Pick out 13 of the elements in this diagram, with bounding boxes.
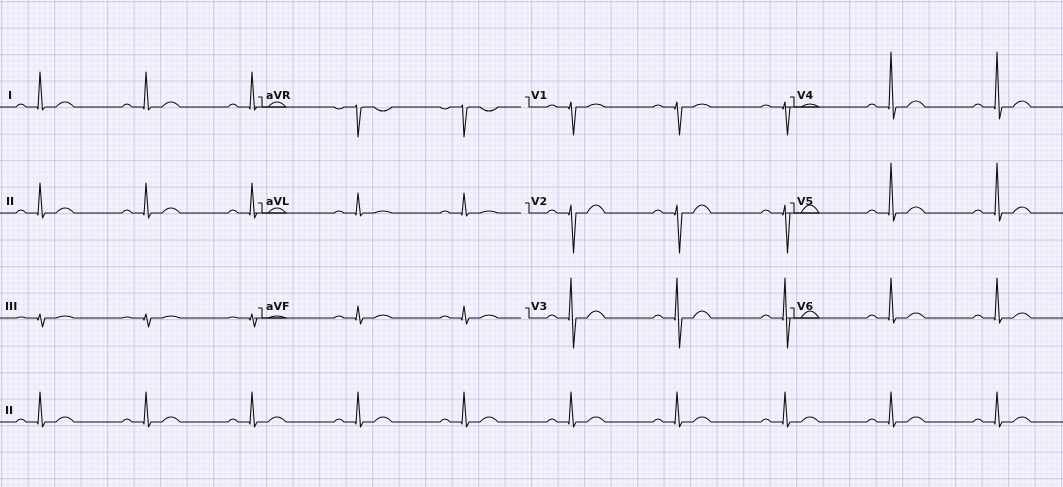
lead-label: II [5,404,14,417]
lead-label: III [5,300,18,313]
lead-label: aVL [266,195,289,208]
lead-label: V4 [797,89,814,102]
lead-label: V1 [531,89,548,102]
lead-label: I [8,89,13,102]
lead-label: V6 [797,300,814,313]
lead-label: V2 [531,195,548,208]
lead-label: V3 [531,300,548,313]
lead-label: aVF [266,300,290,313]
lead-label: aVR [266,89,291,102]
lead-label: V5 [797,195,814,208]
lead-label: II [6,195,15,208]
